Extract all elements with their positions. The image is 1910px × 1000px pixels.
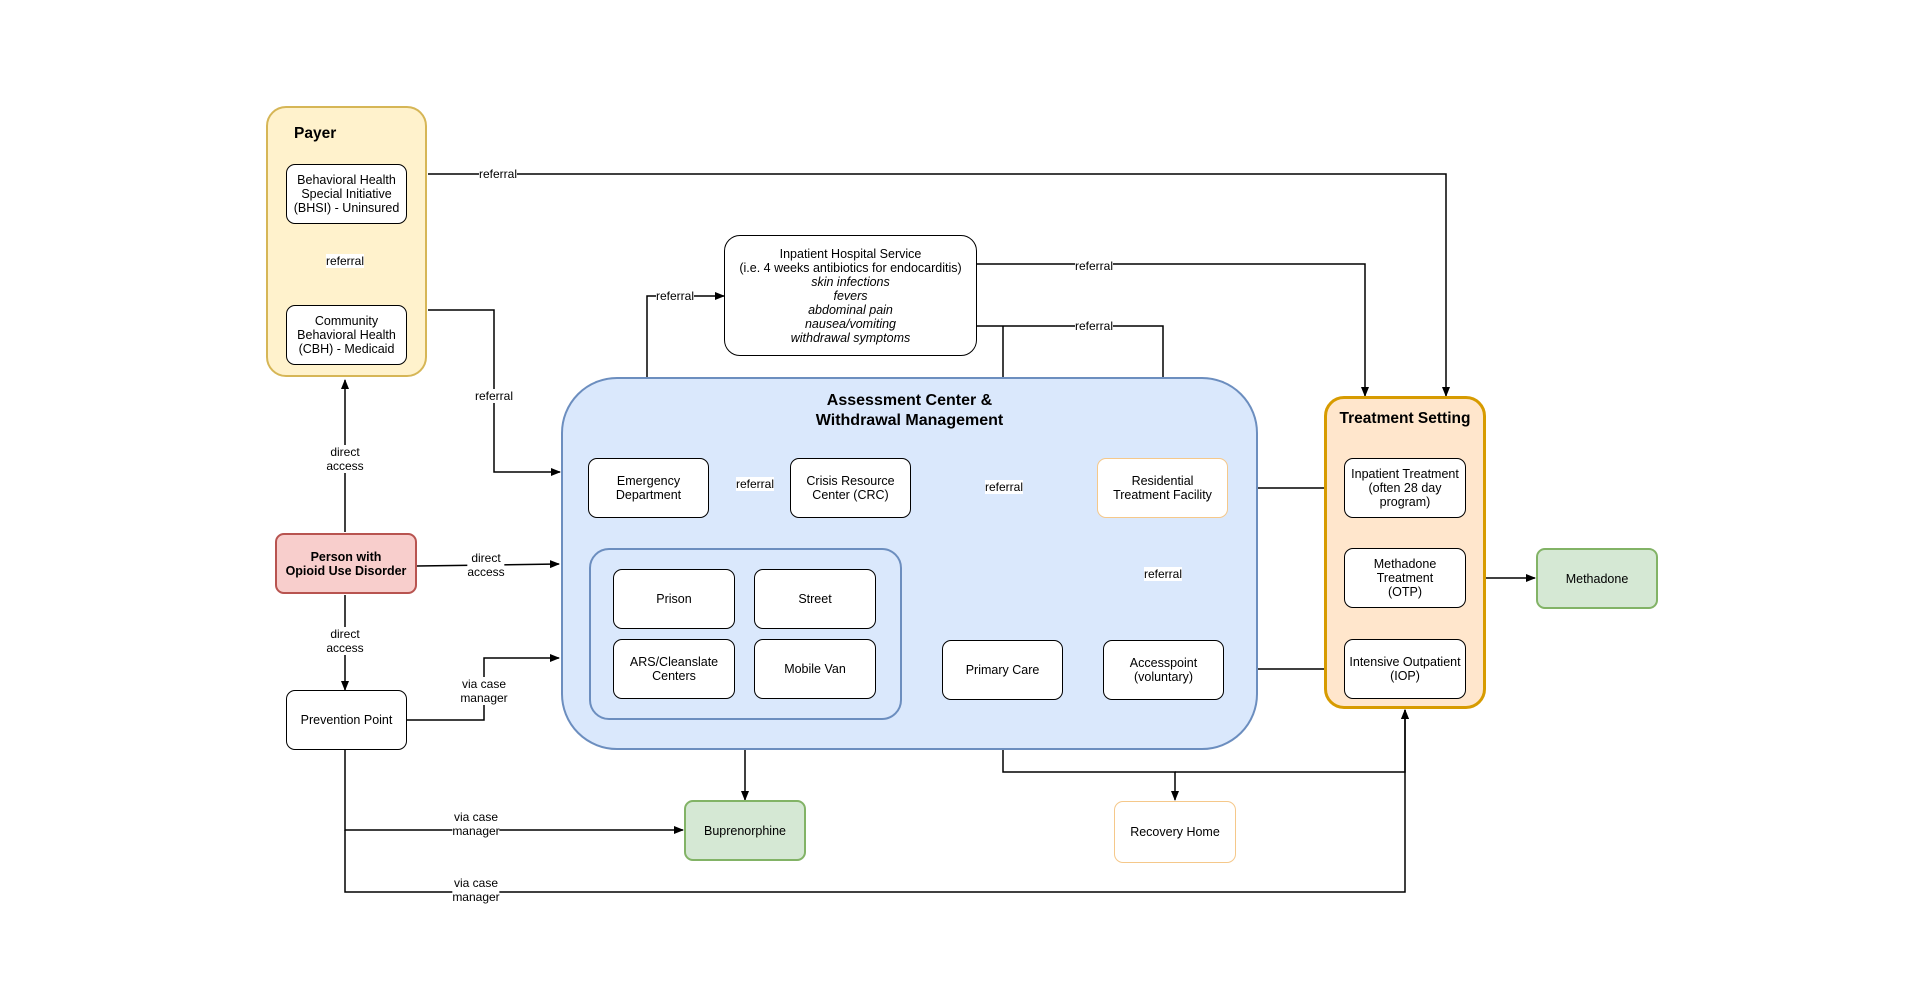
treatment-setting-title: Treatment Setting bbox=[1339, 410, 1471, 427]
accesspoint-node[interactable]: Accesspoint(voluntary) bbox=[1103, 640, 1224, 700]
edge-label-referral: referral bbox=[735, 477, 775, 491]
edge-primary-care-to-iop bbox=[1175, 709, 1409, 773]
edge-prevention-to-iop bbox=[344, 709, 1409, 893]
intensive-outpatient-node[interactable]: Intensive Outpatient(IOP) bbox=[1344, 639, 1466, 699]
payer-group-title: Payer bbox=[294, 125, 337, 142]
edge-label-referral: referral bbox=[325, 254, 365, 268]
prevention-point-node[interactable]: Prevention Point bbox=[286, 690, 407, 750]
mobile-van-node[interactable]: Mobile Van bbox=[754, 639, 876, 699]
edge-label-referral: referral bbox=[655, 289, 695, 303]
edge-prevention-to-buprenorphine bbox=[344, 750, 684, 834]
street-node[interactable]: Street bbox=[754, 569, 876, 629]
buprenorphine-node[interactable]: Buprenorphine bbox=[684, 800, 806, 861]
recovery-home-node[interactable]: Recovery Home bbox=[1114, 801, 1236, 863]
prison-node[interactable]: Prison bbox=[613, 569, 735, 629]
primary-care-node[interactable]: Primary Care bbox=[942, 640, 1063, 700]
edge-label-referral: referral bbox=[474, 389, 514, 403]
edge-label-referral: referral bbox=[1074, 259, 1114, 273]
inpatient-hospital-service-node[interactable]: Inpatient Hospital Service (i.e. 4 weeks… bbox=[724, 235, 977, 356]
edge-label-referral: referral bbox=[1143, 567, 1183, 581]
assessment-center-title: Assessment Center &Withdrawal Management bbox=[815, 392, 1004, 429]
edge-label-referral: referral bbox=[984, 480, 1024, 494]
edge-label-referral: referral bbox=[478, 167, 518, 181]
edge-label-referral: referral bbox=[1074, 319, 1114, 333]
edge-bhsi-to-treatment bbox=[428, 173, 1450, 397]
methadone-node[interactable]: Methadone bbox=[1536, 548, 1658, 609]
